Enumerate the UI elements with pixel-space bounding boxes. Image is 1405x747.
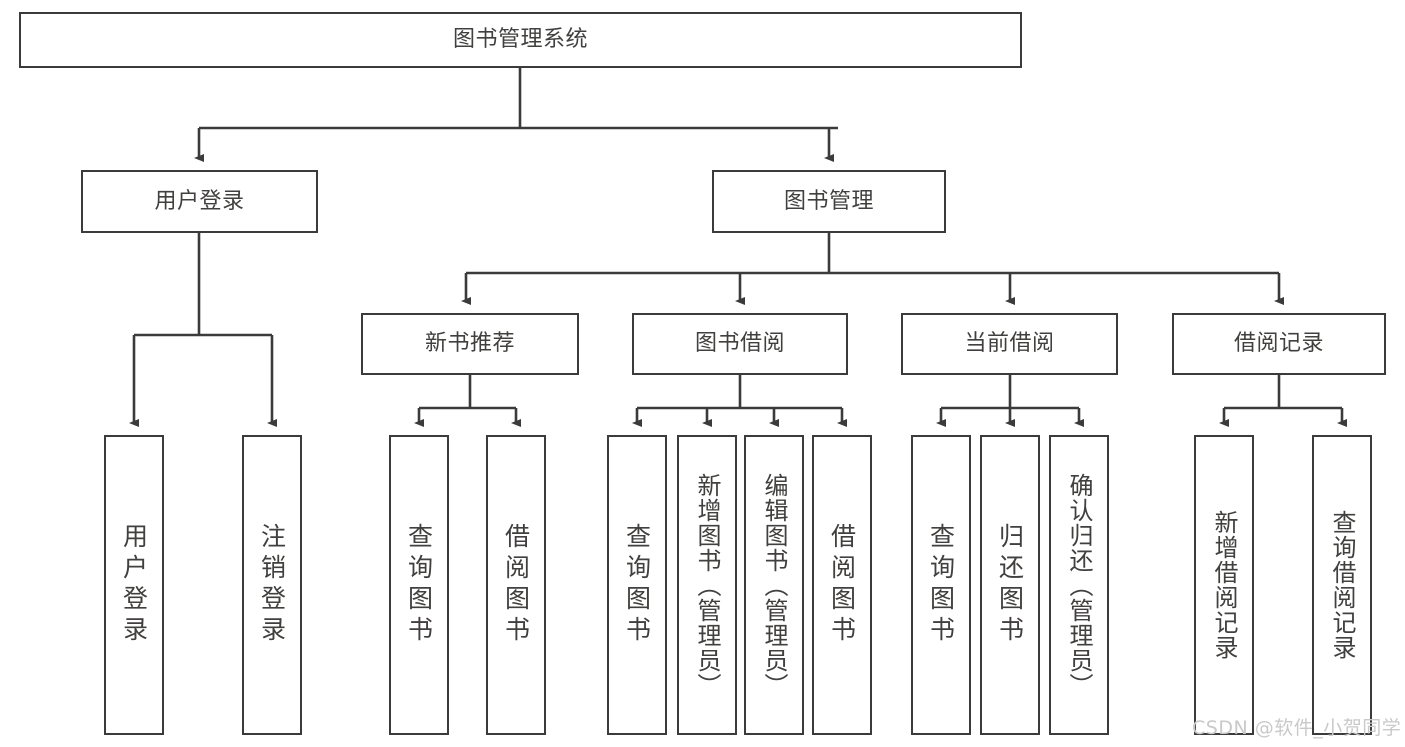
leaf-borrow-borrow-book[interactable]: 借阅图书 (812, 435, 872, 735)
leaf-current-confirm-return-admin[interactable]: 确认归还（管理员） (1049, 435, 1109, 735)
node-borrow-record[interactable]: 借阅记录 (1172, 313, 1386, 375)
leaf-borrow-edit-book-admin[interactable]: 编辑图书（管理员） (744, 435, 804, 735)
leaf-record-add-borrow-record[interactable]: 新增借阅记录 (1194, 435, 1254, 735)
node-current-borrow[interactable]: 当前借阅 (901, 313, 1118, 375)
node-book-management[interactable]: 图书管理 (712, 170, 946, 233)
leaf-user-login-logout[interactable]: 注销登录 (242, 435, 302, 735)
node-label: 图书管理 (783, 188, 874, 214)
node-label: 查询图书 (404, 523, 434, 647)
leaf-borrow-query-book[interactable]: 查询图书 (607, 435, 667, 735)
node-label: 用户登录 (154, 188, 245, 214)
leaf-current-query-book[interactable]: 查询图书 (911, 435, 971, 735)
node-label: 借阅记录 (1233, 331, 1324, 357)
node-label: 查询图书 (926, 523, 956, 647)
leaf-record-query-borrow-record[interactable]: 查询借阅记录 (1312, 435, 1372, 735)
node-user-login[interactable]: 用户登录 (81, 170, 318, 233)
leaf-current-return-book[interactable]: 归还图书 (980, 435, 1040, 735)
watermark: CSDN @软件_小贺同学 (1192, 717, 1402, 739)
leaf-recommend-query-book[interactable]: 查询图书 (389, 435, 449, 735)
leaf-recommend-borrow-book[interactable]: 借阅图书 (486, 435, 546, 735)
node-label: 图书管理系统 (452, 27, 588, 53)
node-label: 查询图书 (622, 523, 652, 647)
node-label: 查询借阅记录 (1328, 510, 1356, 660)
node-label: 借阅图书 (827, 523, 857, 647)
leaf-borrow-add-book-admin[interactable]: 新增图书（管理员） (677, 435, 737, 735)
node-label: 归还图书 (995, 523, 1025, 647)
node-book-borrow[interactable]: 图书借阅 (632, 313, 848, 375)
node-label: 新增图书（管理员） (693, 472, 721, 698)
node-label: 图书借阅 (694, 331, 785, 357)
node-label: 新书推荐 (424, 331, 515, 357)
node-label: 新增借阅记录 (1210, 510, 1238, 660)
node-label: 注销登录 (257, 523, 287, 647)
node-root-book-management-system[interactable]: 图书管理系统 (19, 12, 1022, 68)
node-label: 确认归还（管理员） (1065, 472, 1093, 698)
node-new-book-recommend[interactable]: 新书推荐 (361, 313, 579, 375)
node-label: 当前借阅 (964, 331, 1055, 357)
node-label: 用户登录 (119, 523, 149, 647)
node-label: 借阅图书 (501, 523, 531, 647)
node-label: 编辑图书（管理员） (760, 472, 788, 698)
leaf-user-login-login[interactable]: 用户登录 (104, 435, 164, 735)
